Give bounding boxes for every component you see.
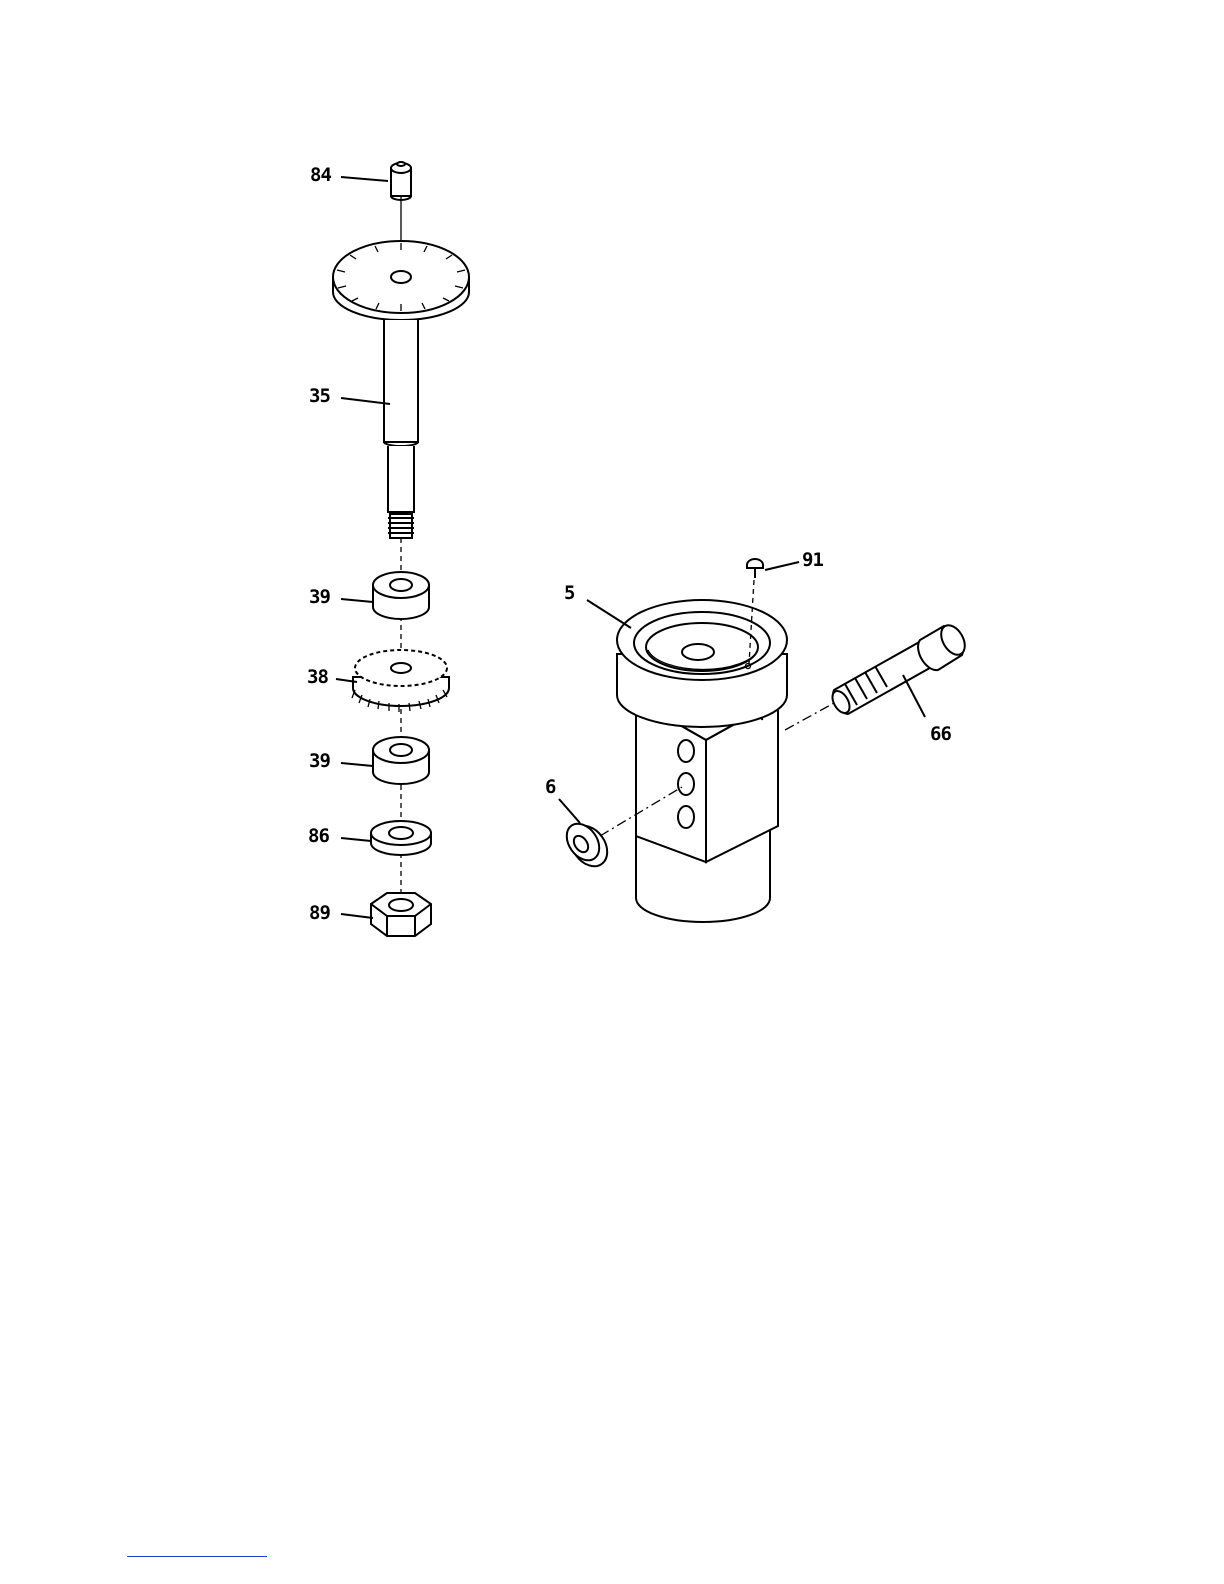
part-66-cap-screw xyxy=(829,621,970,716)
callout-35: 35 xyxy=(309,385,330,407)
callout-6: 6 xyxy=(545,776,556,798)
part-39-bearing-upper xyxy=(373,572,429,619)
part-84-pin xyxy=(391,162,411,200)
callout-66: 66 xyxy=(930,723,951,745)
part-86-washer xyxy=(371,821,431,855)
part-89-hex-nut xyxy=(371,893,431,936)
part-38-gear xyxy=(352,650,449,712)
screw-66-axis-line xyxy=(785,703,834,730)
footer-rule xyxy=(127,1556,267,1557)
callout-39-upper: 39 xyxy=(309,586,330,608)
callout-89: 89 xyxy=(309,902,330,924)
part-5-housing xyxy=(617,600,787,922)
callout-39-lower: 39 xyxy=(309,750,330,772)
part-39-bearing-lower xyxy=(373,737,429,784)
callout-38: 38 xyxy=(307,666,328,688)
callout-91: 91 xyxy=(802,549,823,571)
callout-5: 5 xyxy=(564,582,575,604)
part-35-dial-shaft xyxy=(333,241,469,538)
part-6-bushing xyxy=(560,818,615,874)
callout-86: 86 xyxy=(308,825,329,847)
callout-84: 84 xyxy=(310,164,331,186)
